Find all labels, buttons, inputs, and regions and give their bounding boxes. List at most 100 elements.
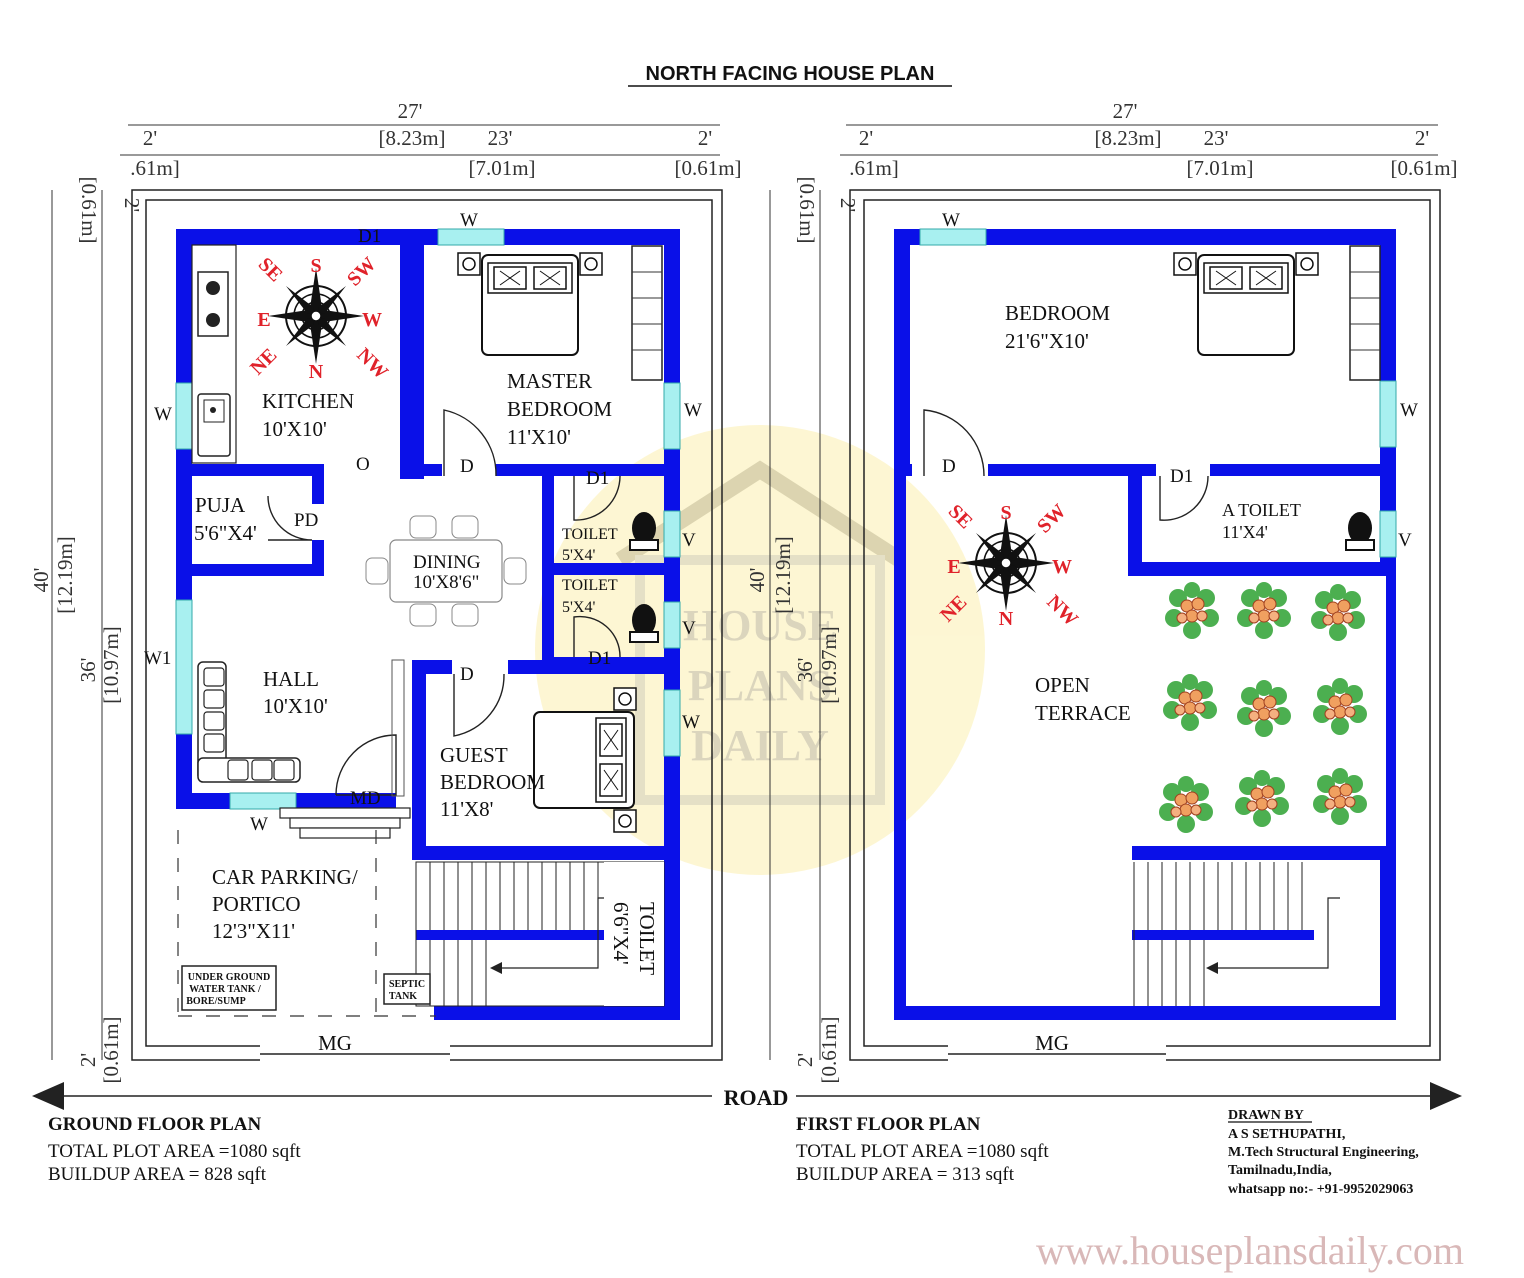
gf-dining-label: DINING [413, 552, 481, 573]
drawing-title: NORTH FACING HOUSE PLAN [646, 63, 935, 85]
gf-opening-o: O [356, 454, 370, 475]
gf-window-toilet-2 [663, 601, 681, 649]
ff-bottom-setback-ft: 2' [793, 1053, 817, 1067]
gf-setback-left-ft: 2' [143, 126, 157, 150]
gf-top-setback-m: [0.61m] [77, 176, 101, 243]
gf-inner-length-ft: 36' [76, 658, 100, 683]
gf-puja-size: 5'6"X4' [194, 521, 257, 545]
ff-compass-sw: SW [1033, 500, 1071, 538]
ff-compass-s: S [1000, 502, 1011, 524]
gf-parking-size: 12'3"X11' [212, 919, 295, 943]
gf-kitchen-label: KITCHEN [262, 389, 354, 413]
ff-terrace-label-2: TERRACE [1035, 701, 1131, 725]
road-label: ROAD [724, 1085, 789, 1110]
gf-window-master-top [437, 228, 505, 246]
gf-window-hall [175, 599, 193, 735]
ff-window-bedroom-right [1379, 380, 1397, 448]
ff-top-setback-ft: 2' [836, 198, 860, 212]
credits-name: A S SETHUPATHI, [1228, 1127, 1345, 1142]
gf-compass-s: S [310, 255, 321, 277]
ff-setback-left-ft: 2' [859, 126, 873, 150]
credits-drawn-by: DRAWN BY [1228, 1108, 1304, 1123]
ff-window-tag-right: W [1400, 400, 1418, 421]
ff-door-d: D [942, 456, 956, 477]
gf-door-d1-toilet1: D1 [586, 468, 609, 489]
gf-compass-nw: NW [352, 344, 392, 384]
gf-compass-ne: NE [246, 344, 281, 379]
ff-window-toilet [1379, 510, 1397, 558]
gf-window-guest [663, 689, 681, 757]
gf-puja-label: PUJA [195, 493, 246, 517]
ground-floor-plan: 27' [8.23m] 2' .61m] 23' [7.01m] 2' [0.6… [29, 99, 742, 1084]
ff-inner-length-ft: 36' [793, 658, 817, 683]
ff-inner-length-m: [10.97m] [817, 626, 841, 704]
watermark-line-1: HOUSE [683, 601, 837, 650]
gf-toilet1-label: TOILET [562, 526, 618, 543]
ff-terrace-plants [1158, 581, 1368, 834]
gf-toilet2-label: TOILET [562, 577, 618, 594]
gf-inner-length-m: [10.97m] [99, 626, 123, 704]
ff-setback-right-m: [0.61m] [1390, 156, 1457, 180]
ff-setback-left-m: .61m] [849, 156, 899, 180]
gf-master-label-2: BEDROOM [507, 397, 612, 421]
gf-window-master-right [663, 382, 681, 450]
gf-window-w1: W1 [144, 648, 171, 669]
ff-vent: V [1398, 530, 1412, 551]
gf-length-ft: 40' [29, 568, 53, 593]
gf-window-hall-bottom [229, 792, 297, 810]
gf-setback-right-ft: 2' [698, 126, 712, 150]
gf-main-door: MD [350, 788, 381, 809]
gf-inner-width-m: [7.01m] [468, 156, 535, 180]
gf-compass-n: N [309, 361, 324, 383]
gf-door-d-guest: D [460, 664, 474, 685]
gf-window-tag-bottom: W [250, 814, 268, 835]
ff-bottom-setback-m: [0.61m] [817, 1016, 841, 1083]
ff-inner-width-ft: 23' [1204, 126, 1229, 150]
gf-window-tag-master: W [684, 400, 702, 421]
gf-plan-title: GROUND FLOOR PLAN [48, 1114, 262, 1135]
gf-buildup-area: BUILDUP AREA = 828 sqft [48, 1164, 267, 1185]
watermark-line-3: DAILY [691, 721, 829, 770]
credits-block: DRAWN BY A S SETHUPATHI, M.Tech Structur… [1228, 1108, 1419, 1197]
gf-guest-label-1: GUEST [440, 743, 508, 767]
ff-width-m: [8.23m] [1094, 126, 1161, 150]
gf-tank-label-2: WATER TANK / [189, 984, 261, 995]
gf-setback-right-m: [0.61m] [674, 156, 741, 180]
credits-whatsapp: whatsapp no:- +91-9952029063 [1228, 1182, 1413, 1197]
gf-hall-size: 10'X10' [263, 694, 328, 718]
ff-door-d1: D1 [1170, 466, 1193, 487]
gf-staircase [415, 861, 665, 1007]
gf-septic-label-1: SEPTIC [389, 979, 425, 990]
ff-bedroom-size: 21'6"X10' [1005, 329, 1089, 353]
gf-stair-toilet-label: TOILET [635, 902, 659, 975]
ff-plan-title: FIRST FLOOR PLAN [796, 1114, 981, 1135]
gf-stair-toilet-size: 6'6"X4' [609, 902, 633, 965]
first-floor-plan: 27' [8.23m] 2' .61m] 23' [7.01m] 2' [0.6… [745, 99, 1458, 1084]
ff-length-m: [12.19m] [771, 536, 795, 614]
gf-window-tag-top: W [460, 210, 478, 231]
gf-main-gate-label: MG [318, 1031, 352, 1055]
ff-compass-nw: NW [1042, 591, 1082, 631]
gf-master-size: 11'X10' [507, 425, 571, 449]
credits-place: Tamilnadu,India, [1228, 1163, 1332, 1178]
gf-length-m: [12.19m] [53, 536, 77, 614]
gf-inner-width-ft: 23' [488, 126, 513, 150]
ff-compass-e: E [947, 556, 960, 578]
gf-tank-label-1: UNDER GROUND [188, 972, 271, 983]
gf-compass-se: SE [254, 253, 287, 286]
gf-parking-label-1: CAR PARKING/ [212, 865, 358, 889]
gf-door-d-master: D [460, 456, 474, 477]
gf-septic-label-2: TANK [389, 991, 417, 1002]
gf-width-m: [8.23m] [378, 126, 445, 150]
ff-terrace-label-1: OPEN [1035, 673, 1090, 697]
gf-kitchen-size: 10'X10' [262, 417, 327, 441]
gf-door-pd: PD [294, 510, 318, 531]
gf-plot-area: TOTAL PLOT AREA =1080 sqft [48, 1141, 301, 1162]
gf-vent-2: V [682, 618, 696, 639]
gf-dining-size: 10'X8'6" [413, 572, 479, 593]
gf-tank-label-3: BORE/SUMP [186, 996, 245, 1007]
ff-compass-w: W [1052, 556, 1072, 578]
gf-window-tag-guest: W [682, 712, 700, 733]
ff-window-bedroom-top [919, 228, 987, 246]
